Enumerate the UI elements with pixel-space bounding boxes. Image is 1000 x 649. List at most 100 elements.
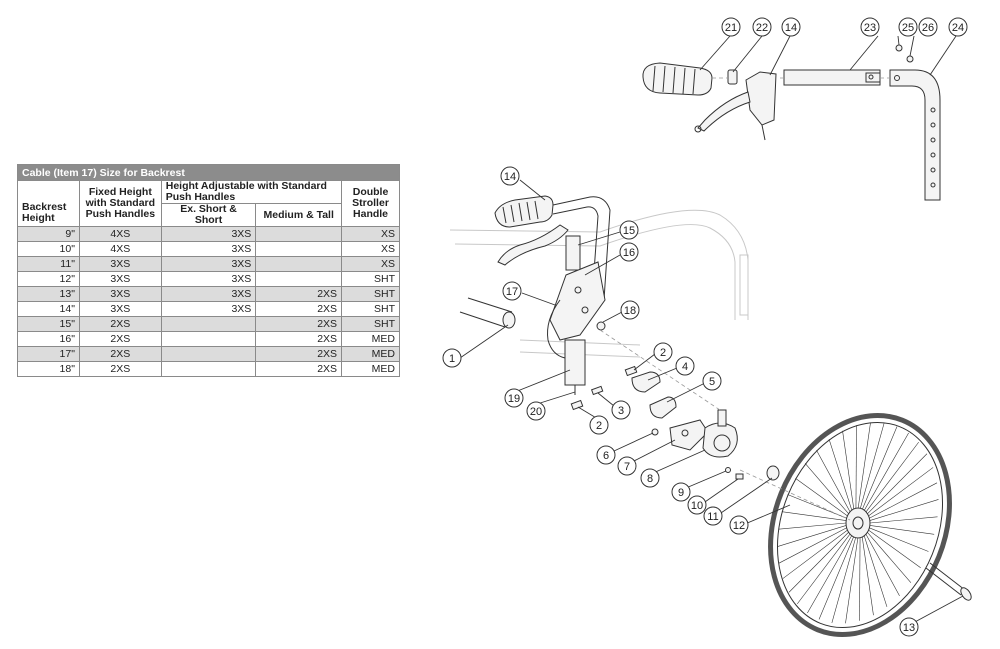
svg-text:5: 5 xyxy=(709,376,715,388)
callout-3: 3 xyxy=(611,400,631,420)
wheel-spoke xyxy=(778,527,847,564)
svg-text:22: 22 xyxy=(756,22,768,34)
wheel-spoke xyxy=(866,453,928,515)
leader-lines xyxy=(459,35,964,624)
cable-size-table: Cable (Item 17) Size for Backrest Backre… xyxy=(17,164,400,377)
wheel-spoke xyxy=(865,533,900,597)
callout-26: 26 xyxy=(918,17,938,37)
header-double-stroller: Double Stroller Handle xyxy=(341,180,400,227)
wheel-spoke xyxy=(781,511,847,521)
wheel-spoke xyxy=(868,467,934,517)
wheel-spoke xyxy=(857,422,871,510)
wheel-spoke xyxy=(859,423,885,510)
small-hardware xyxy=(570,365,780,481)
wheel-spoke xyxy=(855,425,857,510)
svg-text:19: 19 xyxy=(508,393,520,405)
callout-13: 13 xyxy=(899,617,919,637)
svg-text:1: 1 xyxy=(449,353,455,365)
callout-23: 23 xyxy=(860,17,880,37)
push-handle-assembly xyxy=(494,195,611,395)
wheel-spoke xyxy=(807,534,853,614)
callout-9: 9 xyxy=(671,482,691,502)
svg-text:4: 4 xyxy=(682,361,688,373)
wheel-spoke xyxy=(818,536,855,620)
svg-text:21: 21 xyxy=(725,22,737,34)
wheel-spoke xyxy=(869,525,935,535)
svg-text:14: 14 xyxy=(785,22,797,34)
wheel-spoke xyxy=(869,527,929,552)
wheel-spoke xyxy=(828,439,853,511)
wheel-spoke xyxy=(869,482,938,519)
wheel-spoke xyxy=(861,426,898,510)
callout-7: 7 xyxy=(617,456,637,476)
callout-5: 5 xyxy=(702,371,722,391)
wheel-spoke xyxy=(788,531,850,593)
svg-text:25: 25 xyxy=(902,22,914,34)
callout-6: 6 xyxy=(596,445,616,465)
alignment-lines xyxy=(599,77,890,521)
svg-text:8: 8 xyxy=(647,473,653,485)
frame-tube xyxy=(459,297,516,329)
wheel-spoke xyxy=(863,535,888,607)
svg-text:13: 13 xyxy=(903,622,915,634)
wheel-spoke xyxy=(777,525,847,547)
svg-text:17: 17 xyxy=(506,286,518,298)
svg-text:16: 16 xyxy=(623,247,635,259)
callout-2b: 2 xyxy=(589,415,609,435)
wheel-spoke xyxy=(816,449,851,513)
wheel-spoke xyxy=(868,529,921,569)
svg-text:9: 9 xyxy=(678,487,684,499)
callout-24: 24 xyxy=(948,17,968,37)
wheel-spoke xyxy=(845,536,859,624)
svg-text:20: 20 xyxy=(530,406,542,418)
callout-8: 8 xyxy=(640,468,660,488)
svg-text:11: 11 xyxy=(707,511,718,523)
wheel xyxy=(768,412,952,638)
header-fixed-height: Fixed Height with Standard Push Handles xyxy=(78,180,162,227)
svg-text:26: 26 xyxy=(922,22,934,34)
upper-handle-parts xyxy=(642,44,941,201)
svg-text:6: 6 xyxy=(603,450,609,462)
svg-text:15: 15 xyxy=(623,225,635,237)
callout-14a: 14 xyxy=(500,166,520,186)
header-height-adjustable: Height Adjustable with Standard Push Han… xyxy=(160,180,343,204)
svg-text:3: 3 xyxy=(618,405,624,417)
header-ex-short-short: Ex. Short & Short xyxy=(160,203,257,227)
callout-11: 11 xyxy=(703,506,723,526)
svg-text:18: 18 xyxy=(624,305,636,317)
wheel-spoke xyxy=(797,533,851,605)
svg-text:10: 10 xyxy=(691,500,703,512)
callout-1: 1 xyxy=(442,348,462,368)
callout-2a: 2 xyxy=(653,342,673,362)
callout-19: 19 xyxy=(504,388,524,408)
svg-text:7: 7 xyxy=(624,461,630,473)
callout-4: 4 xyxy=(675,356,695,376)
svg-text:24: 24 xyxy=(952,22,964,34)
wheel-spoke xyxy=(863,432,909,512)
wheel-spoke xyxy=(869,499,939,521)
wheel-spoke xyxy=(782,529,848,579)
callout-25: 25 xyxy=(898,17,918,37)
callout-18: 18 xyxy=(620,300,640,320)
svg-text:14: 14 xyxy=(504,171,516,183)
callout-15: 15 xyxy=(619,220,639,240)
callout-17: 17 xyxy=(502,281,522,301)
wheel-spoke xyxy=(861,536,874,616)
svg-text:12: 12 xyxy=(733,520,745,532)
wheel-spoke xyxy=(831,536,857,623)
wheel-spoke xyxy=(866,531,912,583)
svg-text:2: 2 xyxy=(596,420,602,432)
wheel-spoke xyxy=(859,536,861,621)
table-title: Cable (Item 17) Size for Backrest xyxy=(17,164,400,181)
svg-text:23: 23 xyxy=(864,22,876,34)
